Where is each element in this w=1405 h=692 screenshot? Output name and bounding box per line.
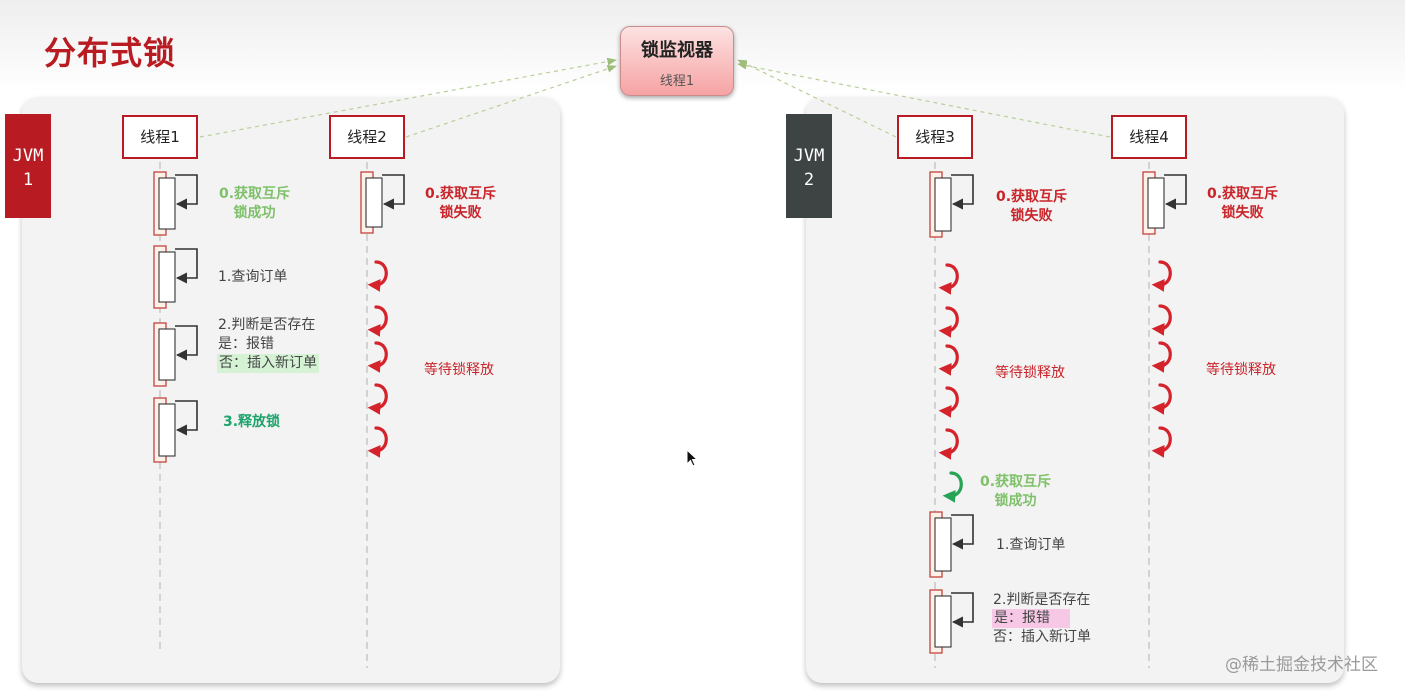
t2-wait-label: 等待锁释放 [424,362,494,378]
t1-activation-3 [153,397,198,463]
t2-wait-arrow-0 [367,260,388,292]
t3-acquire-arrow [942,471,963,503]
connector-t2 [405,65,617,138]
t4-wait-arrow-3 [1151,383,1172,415]
thread-2-box: 线程2 [329,115,405,159]
t3-wait-arrow-3 [938,386,959,418]
lock-monitor: 锁监视器 线程1 [620,26,734,96]
t3-wait-arrow-1 [938,306,959,338]
t4-wait-arrow-0 [1151,260,1172,292]
t3-no-label: 否：插入新订单 [993,629,1091,645]
t3-activation-6 [929,511,974,578]
t4-wait-arrow-1 [1151,304,1172,336]
t4-wait-label: 等待锁释放 [1206,362,1276,378]
lock-monitor-title: 锁监视器 [641,40,713,61]
t1-activation-1 [153,245,198,309]
t3-wait-arrow-0 [938,263,959,295]
t3-wait-arrow-2 [938,344,959,376]
activation-bars [153,171,1187,654]
thread-4-box: 线程4 [1111,115,1187,159]
t3-wait-label: 等待锁释放 [995,365,1065,381]
jvm2-panel [806,97,1344,683]
t4-activation-8 [1142,171,1187,235]
t2-wait-arrow-4 [367,426,388,458]
thread-1-box: 线程1 [122,115,198,159]
mouse-cursor-icon [686,449,699,467]
monitor-connectors [199,57,1111,138]
t3-activation-5 [929,171,974,238]
t2-get-lock-label: 0.获取互斥 锁失败 [425,186,497,221]
t1-release-label: 3.释放锁 [223,414,281,430]
watermark: @稀土掘金技术社区 [1225,655,1378,675]
connector-t4 [737,61,1111,138]
t2-wait-arrow-1 [367,305,388,337]
t1-activation-0 [153,171,198,236]
t3-get-lock-ok-label: 0.获取互斥 锁成功 [980,474,1052,509]
lock-monitor-owner: 线程1 [659,74,695,89]
t1-yes-label: 是：报错 [218,336,274,352]
t3-wait-arrow-4 [938,428,959,460]
t3-activation-7 [929,589,974,654]
t2-wait-arrow-3 [367,383,388,415]
jvm1-label: JVM 1 [5,114,51,218]
t1-no-label: 否：插入新订单 [217,354,319,373]
t1-query-label: 1.查询订单 [218,269,288,285]
wait-arrows [367,260,1172,503]
t4-get-lock-label: 0.获取互斥 锁失败 [1207,186,1279,221]
connector-t3 [737,59,897,138]
t2-activation-4 [360,171,405,234]
connector-t1 [199,57,617,138]
t1-judge-label: 2.判断是否存在 [218,317,316,333]
t4-wait-arrow-4 [1151,426,1172,458]
jvm2-label: JVM 2 [786,114,832,218]
page-title: 分布式锁 [44,34,177,72]
t1-activation-2 [153,322,198,387]
t3-judge-label: 2.判断是否存在 [993,592,1091,608]
t1-get-lock-label: 0.获取互斥 锁成功 [219,186,291,221]
t3-yes-label: 是：报错 [992,609,1070,628]
t2-wait-arrow-2 [367,341,388,373]
thread-3-box: 线程3 [897,115,973,159]
t3-get-lock-fail-label: 0.获取互斥 锁失败 [996,189,1068,224]
t4-wait-arrow-2 [1151,341,1172,373]
jvm1-panel [22,97,560,683]
t3-query-label: 1.查询订单 [996,537,1066,553]
